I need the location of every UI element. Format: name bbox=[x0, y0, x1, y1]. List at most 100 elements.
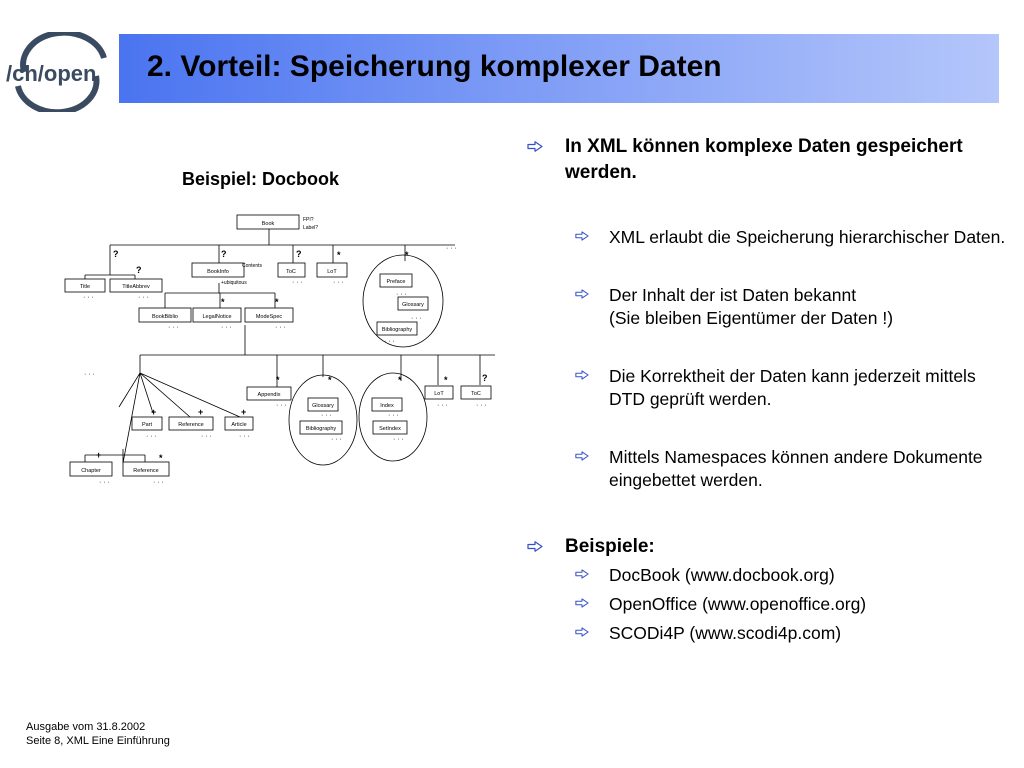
mark-many: * bbox=[398, 375, 402, 385]
ellipsis: · · · bbox=[99, 479, 110, 486]
bullet-sub-2-line-1: Der Inhalt der ist Daten bekannt bbox=[609, 285, 857, 305]
node-bookinfo: BookInfo bbox=[207, 269, 229, 275]
node-appendix: Appendix bbox=[258, 392, 281, 398]
node-reference: Reference bbox=[178, 422, 203, 428]
node-glossary-2: Glossary bbox=[312, 403, 334, 409]
label-fpi: FPI? bbox=[303, 217, 314, 223]
ellipsis: · · · bbox=[275, 324, 286, 331]
ellipsis: · · · bbox=[331, 436, 342, 443]
mark-optional: ? bbox=[136, 265, 142, 275]
ellipsis: · · · bbox=[384, 338, 395, 345]
bullet-sub-2-line-2: (Sie bleiben Eigentümer der Daten !) bbox=[609, 308, 894, 328]
bullet-sub-2-text: Der Inhalt der ist Daten bekannt (Sie bl… bbox=[609, 284, 893, 330]
example-1: DocBook (www.docbook.org) bbox=[575, 564, 1007, 587]
mark-many: * bbox=[275, 297, 279, 307]
ellipsis: · · · bbox=[138, 294, 149, 301]
diagram-caption: Beispiel: Docbook bbox=[182, 169, 340, 189]
outline-right-arrow-icon bbox=[575, 226, 609, 249]
ellipsis: · · · bbox=[388, 412, 399, 419]
ellipsis: · · · bbox=[201, 433, 212, 440]
node-bibliography: Bibliography bbox=[382, 327, 413, 333]
outline-right-arrow-icon bbox=[527, 134, 565, 186]
mark-optional: ? bbox=[296, 249, 302, 259]
node-bookbiblio: BookBiblio bbox=[152, 314, 178, 320]
ellipsis: · · · bbox=[476, 402, 487, 409]
mark-many: * bbox=[405, 250, 409, 260]
mark-plus: + bbox=[96, 450, 101, 460]
title-bar: 2. Vorteil: Speicherung komplexer Daten bbox=[119, 34, 999, 103]
bullet-sub-2: Der Inhalt der ist Daten bekannt (Sie bl… bbox=[575, 284, 1007, 330]
node-lot: LoT bbox=[327, 269, 337, 275]
label-label: Label? bbox=[303, 225, 318, 231]
bullet-sub-4-text: Mittels Namespaces können andere Dokumen… bbox=[609, 447, 983, 490]
bullet-sub-1: XML erlaubt die Speicherung hierarchisch… bbox=[575, 226, 1007, 249]
node-modespec: ModeSpec bbox=[256, 314, 283, 320]
ellipsis: · · · bbox=[83, 294, 94, 301]
node-setindex: SetIndex bbox=[379, 426, 401, 432]
bullet-main-1: In XML können komplexe Daten gespeichert… bbox=[527, 134, 1007, 186]
ellipsis: · · · bbox=[221, 324, 232, 331]
bullet-sub-3-text: Die Korrektheit der Daten kann jederzeit… bbox=[609, 366, 976, 409]
ellipsis: · · · bbox=[239, 433, 250, 440]
node-book: Book bbox=[262, 221, 275, 227]
node-chapter: Chapter bbox=[81, 468, 101, 474]
mark-many: * bbox=[328, 375, 332, 385]
mark-plus: + bbox=[241, 407, 246, 417]
mark-many: * bbox=[444, 375, 448, 385]
mark-many: * bbox=[221, 297, 225, 307]
mark-optional: ? bbox=[113, 249, 119, 259]
bullet-sub-4: Mittels Namespaces können andere Dokumen… bbox=[575, 446, 1007, 492]
ellipsis: · · · bbox=[276, 402, 287, 409]
footer: Ausgabe vom 31.8.2002 Seite 8, XML Eine … bbox=[26, 720, 170, 748]
mark-many: * bbox=[337, 250, 341, 260]
node-glossary: Glossary bbox=[402, 302, 424, 308]
footer-page: Seite 8, XML Eine Einführung bbox=[26, 735, 170, 747]
ellipsis: · · · bbox=[396, 291, 407, 298]
node-preface: Preface bbox=[387, 279, 406, 285]
mark-many: * bbox=[276, 375, 280, 385]
mark-many: * bbox=[159, 453, 163, 463]
ellipsis: · · · bbox=[393, 436, 404, 443]
mark-optional: ? bbox=[221, 249, 227, 259]
mark-plus: + bbox=[151, 407, 156, 417]
ellipsis: · · · bbox=[321, 412, 332, 419]
ellipsis: · · · bbox=[437, 402, 448, 409]
node-legalnotice: LegalNotice bbox=[202, 314, 231, 320]
outline-right-arrow-icon bbox=[575, 593, 609, 616]
node-title: Title bbox=[80, 284, 90, 290]
node-toc-2: ToC bbox=[471, 391, 481, 397]
example-2: OpenOffice (www.openoffice.org) bbox=[575, 593, 1007, 616]
slide-title: 2. Vorteil: Speicherung komplexer Daten bbox=[147, 50, 722, 83]
bullet-main-1-text: In XML können komplexe Daten gespeichert… bbox=[565, 136, 963, 183]
bullet-main-2-text: Beispiele: bbox=[565, 536, 655, 557]
ellipsis: · · · bbox=[84, 371, 95, 378]
example-3-text: SCODi4P (www.scodi4p.com) bbox=[609, 623, 842, 643]
outline-right-arrow-icon bbox=[575, 284, 609, 330]
ellipsis: · · · bbox=[146, 433, 157, 440]
mark-plus: + bbox=[198, 407, 203, 417]
node-bibliography-2: Bibliography bbox=[306, 426, 337, 432]
mark-optional: ? bbox=[482, 373, 488, 383]
ellipsis: · · · bbox=[446, 245, 457, 252]
example-3: SCODi4P (www.scodi4p.com) bbox=[575, 622, 1007, 645]
ellipsis: · · · bbox=[411, 315, 422, 322]
node-titleabbrev: TitleAbbrev bbox=[122, 284, 150, 290]
outline-right-arrow-icon bbox=[575, 564, 609, 587]
ellipsis: · · · bbox=[333, 279, 344, 286]
node-part: Part bbox=[142, 422, 153, 428]
ellipsis: · · · bbox=[153, 479, 164, 486]
bullet-main-2: Beispiele: bbox=[527, 534, 1007, 560]
example-1-text: DocBook (www.docbook.org) bbox=[609, 565, 835, 585]
node-article: Article bbox=[231, 422, 246, 428]
node-toc: ToC bbox=[286, 269, 296, 275]
bullet-list: In XML können komplexe Daten gespeichert… bbox=[527, 134, 1007, 645]
outline-right-arrow-icon bbox=[575, 622, 609, 645]
node-reference-2: Reference bbox=[133, 468, 158, 474]
label-ubiquitous: +ubiquitous bbox=[221, 280, 247, 286]
node-lot-2: LoT bbox=[434, 391, 444, 397]
outline-right-arrow-icon bbox=[575, 446, 609, 492]
bullet-sub-3: Die Korrektheit der Daten kann jederzeit… bbox=[575, 365, 1007, 411]
label-contents: Contents bbox=[242, 263, 263, 269]
footer-date: Ausgabe vom 31.8.2002 bbox=[26, 721, 146, 733]
outline-right-arrow-icon bbox=[575, 365, 609, 411]
